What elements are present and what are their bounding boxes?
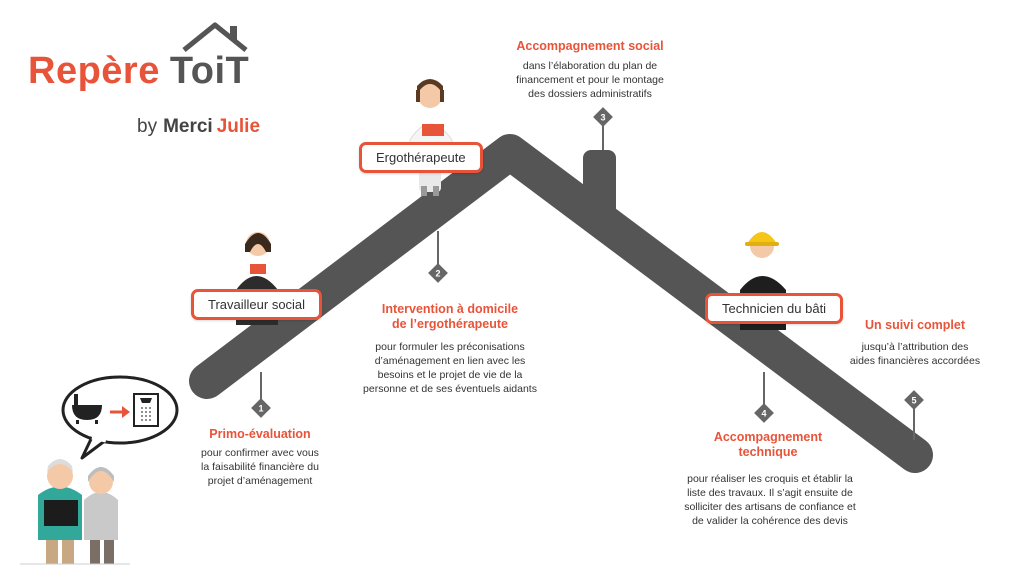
step-marker-2: 2 <box>428 231 448 283</box>
step-5-description: jusqu’à l’attribution des aides financiè… <box>830 340 1000 368</box>
partner-name-julie: Julie <box>216 116 261 137</box>
step-2-desc-line: d’aménagement en lien avec les <box>374 355 526 367</box>
step-1-description: pour confirmer avec vous la faisabilité … <box>180 446 340 488</box>
step-4-desc-line: de valider la cohérence des devis <box>692 515 848 527</box>
step-marker-1: 1 <box>251 372 271 418</box>
step-3-desc-line: financement et pour le montage <box>516 74 664 86</box>
step-marker-3: 3 <box>593 107 613 150</box>
step-marker-4: 4 <box>754 372 774 423</box>
bathtub-to-shower-icon <box>72 394 102 424</box>
step-3-desc-line: dans l’élaboration du plan de <box>522 60 658 72</box>
svg-text:4: 4 <box>761 409 766 419</box>
svg-text:3: 3 <box>600 113 605 123</box>
brand-name: Repère <box>28 50 160 92</box>
step-4-desc-line: solliciter des artisans de confiance et <box>684 501 856 513</box>
step-4-title-line: Accompagnement <box>713 430 823 444</box>
step-2-desc-line: pour formuler les préconisations <box>375 341 525 353</box>
step-1-desc-line: la faisabilité financière du <box>201 461 319 473</box>
svg-text:2: 2 <box>435 269 440 279</box>
partner-name-merci: Merci <box>163 116 213 137</box>
role-box-technicien: Technicien du bâti <box>705 293 844 324</box>
role-box-travailleur-social: Travailleur social <box>191 289 323 320</box>
step-2-desc-line: personne et de ses éventuels aidants <box>363 383 537 395</box>
step-2-title-line: de l’ergothérapeute <box>392 317 508 331</box>
step-3-description: dans l’élaboration du plan de financemen… <box>500 59 680 101</box>
step-5-title: Un suivi complet <box>864 318 966 332</box>
role-box-ergotherapeute: Ergothérapeute <box>359 142 483 173</box>
step-5-desc-line: jusqu’à l’attribution des <box>861 341 969 353</box>
step-3-title: Accompagnement social <box>516 39 664 53</box>
house-roof-icon <box>182 22 248 52</box>
step-4-desc-line: pour réaliser les croquis et établir la <box>687 473 853 485</box>
step-2-title: Intervention à domicile de l’ergothérape… <box>350 302 550 332</box>
step-marker-5: 5 <box>904 390 924 440</box>
step-2-title-line: Intervention à domicile <box>381 302 519 316</box>
by-label: by <box>137 116 158 137</box>
step-1-title: Primo-évaluation <box>209 427 311 441</box>
step-4-title-line: technique <box>738 445 798 459</box>
step-3-desc-line: des dossiers administratifs <box>528 88 652 100</box>
step-2-desc-line: besoins et le projet de vie de la <box>377 369 523 381</box>
arrow-right-icon <box>110 406 130 418</box>
step-5-desc-line: aides financières accordées <box>849 355 981 367</box>
step-2-description: pour formuler les préconisations d’aména… <box>340 340 560 396</box>
step-4-desc-line: liste des travaux. Il s’agit ensuite de <box>687 487 853 499</box>
shower-icon <box>133 393 159 427</box>
step-4-title: Accompagnement technique <box>688 430 848 460</box>
svg-text:1: 1 <box>258 404 263 414</box>
step-1-desc-line: pour confirmer avec vous <box>201 447 319 459</box>
brand-name-toit: ToiT <box>169 50 250 92</box>
svg-text:5: 5 <box>911 396 916 406</box>
step-1-desc-line: projet d’aménagement <box>207 475 313 487</box>
elderly-couple-illustration <box>38 459 118 564</box>
step-4-description: pour réaliser les croquis et établir la … <box>665 472 875 528</box>
